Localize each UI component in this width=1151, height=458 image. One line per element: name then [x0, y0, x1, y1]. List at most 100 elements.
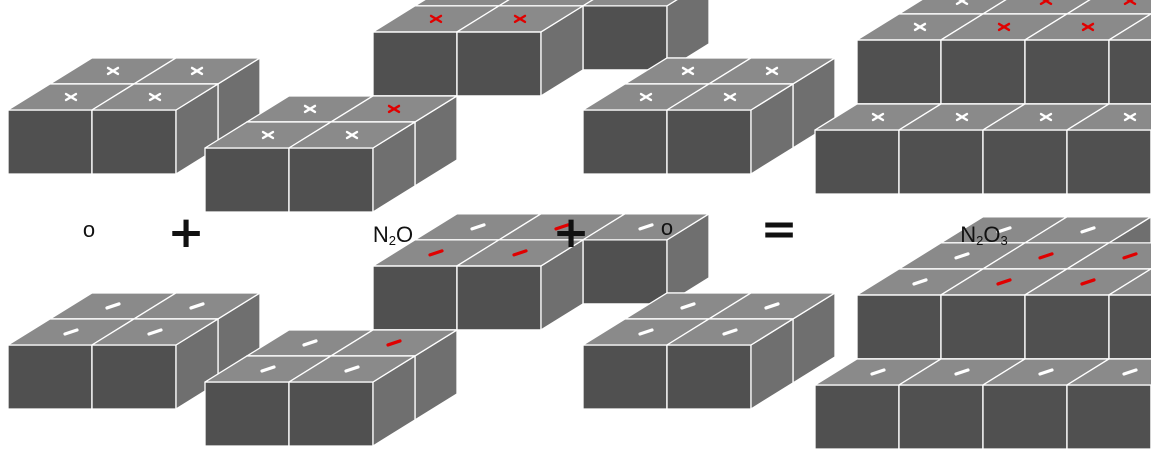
cube-front-face	[456, 31, 542, 97]
structure-n2o-top	[204, 0, 710, 213]
cube-front-face	[582, 344, 668, 410]
dash-mark	[260, 365, 276, 373]
dash-mark	[1122, 368, 1138, 376]
cube-front-face	[1066, 384, 1151, 450]
structure-o-right-top	[582, 57, 836, 175]
dash-mark	[722, 328, 738, 336]
dash-mark	[996, 226, 1012, 234]
dash-mark	[105, 302, 121, 310]
cross-mark	[148, 92, 162, 102]
cross-mark	[513, 14, 527, 24]
cube-front-face	[582, 5, 668, 71]
dash-mark	[954, 252, 970, 260]
label-n2o3: N2O3	[960, 222, 1008, 248]
cube-front-face	[666, 344, 752, 410]
label-n2o: N2O	[372, 222, 414, 248]
dash-mark	[554, 223, 570, 231]
cube-front-face	[1024, 294, 1110, 360]
cube-top-face	[1108, 13, 1151, 41]
cube-side-face	[666, 0, 710, 71]
dash-mark	[344, 365, 360, 373]
cube-front-face	[91, 109, 177, 175]
dash-mark	[954, 368, 970, 376]
dash-mark	[63, 328, 79, 336]
cube-front-face	[91, 344, 177, 410]
cube-top-face	[1066, 358, 1151, 386]
dash-mark	[512, 249, 528, 257]
dash-mark	[189, 302, 205, 310]
dash-mark	[1122, 252, 1138, 260]
cube-front-face	[856, 294, 942, 360]
cube-front-face	[856, 39, 942, 105]
dash-mark	[1080, 226, 1096, 234]
plus-operator-1: +	[167, 207, 205, 258]
cube-front-face	[456, 265, 542, 331]
cross-mark	[639, 92, 653, 102]
cube-front-face	[1024, 39, 1110, 105]
dash-mark	[302, 339, 318, 347]
dash-mark	[912, 278, 928, 286]
cross-mark	[955, 112, 969, 122]
cube-front-face	[814, 384, 900, 450]
dash-mark	[638, 328, 654, 336]
cube-front-face	[1066, 129, 1151, 195]
cube-top-face	[1108, 268, 1151, 296]
label-o-right: o	[660, 215, 674, 240]
cross-mark	[1039, 112, 1053, 122]
cross-mark	[1081, 22, 1095, 32]
cross-mark	[303, 104, 317, 114]
cross-mark	[261, 130, 275, 140]
dash-mark	[638, 223, 654, 231]
cube-front-face	[582, 239, 668, 305]
structure-n2o3-top	[814, 0, 1151, 195]
cross-mark	[387, 104, 401, 114]
cross-mark	[429, 14, 443, 24]
structure-n2o3-bottom	[814, 216, 1151, 450]
cube-front-face	[982, 129, 1068, 195]
cube-front-face	[204, 381, 290, 447]
cross-mark	[1123, 0, 1134, 6]
cube-top-face	[582, 0, 678, 7]
cube-front-face	[666, 109, 752, 175]
cube-front-face	[7, 109, 93, 175]
cube-front-face	[1108, 294, 1151, 360]
cube-front-face	[7, 344, 93, 410]
cube-front-face	[288, 381, 374, 447]
equals-operator: =	[760, 204, 798, 255]
cross-mark	[1039, 0, 1050, 6]
cross-mark	[765, 66, 779, 76]
cube-front-face	[814, 129, 900, 195]
cube-front-face	[898, 384, 984, 450]
dash-mark	[428, 249, 444, 257]
cross-mark	[1123, 112, 1137, 122]
dash-mark	[870, 368, 886, 376]
dash-mark	[996, 278, 1012, 286]
dash-mark	[764, 302, 780, 310]
structure-o-left-top	[7, 57, 261, 175]
label-o-left: o	[82, 217, 96, 242]
cross-mark	[723, 92, 737, 102]
cube-front-face	[940, 39, 1026, 105]
cube-front-face	[372, 265, 458, 331]
dash-mark	[470, 223, 486, 231]
cube-front-face	[898, 129, 984, 195]
cross-mark	[955, 0, 966, 6]
cross-mark	[997, 22, 1011, 32]
cross-mark	[345, 130, 359, 140]
cube-front-face	[582, 109, 668, 175]
cross-mark	[913, 22, 927, 32]
dash-mark	[1080, 278, 1096, 286]
cross-mark	[681, 66, 695, 76]
dash-mark	[386, 339, 402, 347]
cube-front-face	[288, 147, 374, 213]
dash-mark	[147, 328, 163, 336]
cross-mark	[190, 66, 204, 76]
cube-front-face	[1108, 39, 1151, 105]
cube-front-face	[982, 384, 1068, 450]
cube-front-face	[204, 147, 290, 213]
dash-mark	[680, 302, 696, 310]
plus-operator-2: +	[552, 207, 590, 258]
dash-mark	[1038, 252, 1054, 260]
